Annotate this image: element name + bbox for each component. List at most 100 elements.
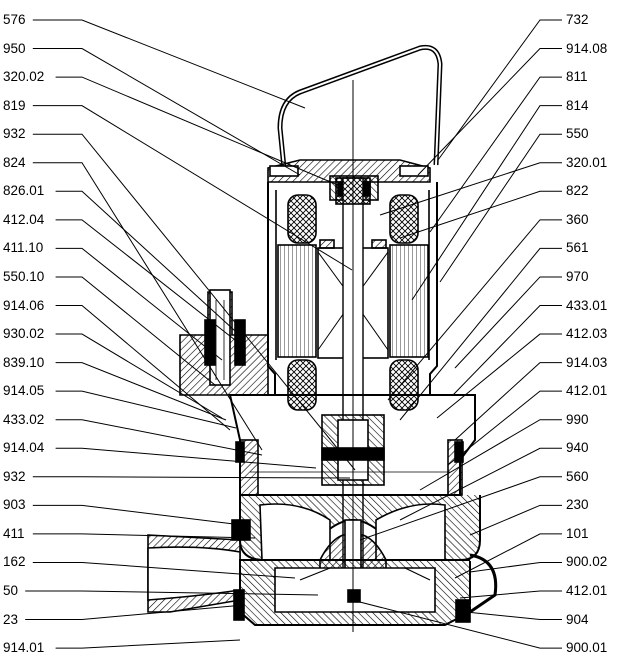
bolt-904 [455,599,471,623]
callout-label-left: 903 [3,497,26,513]
leader-line-right [399,247,562,421]
leader-line-left [55,447,317,469]
callout-label-left: 819 [3,97,26,113]
leader-line-right [359,476,562,541]
leader-line-right [454,362,562,441]
callout-label-left: 932 [3,468,26,484]
stator-left [277,244,317,358]
callout-label-right: 561 [566,240,589,256]
callout-label-left: 914.06 [3,297,45,313]
callout-label-right: 550 [566,126,589,142]
callout-label-right: 970 [566,268,589,284]
leader-line-left [32,133,356,471]
callout-label-left: 320.02 [3,69,45,85]
leader-line-right [387,219,562,401]
leader-line-right [399,447,562,521]
leader-line-right [469,561,562,573]
leader-line-left [55,219,236,341]
leader-line-right [447,390,562,466]
callout-label-left: 930.02 [3,326,45,342]
leader-line-left [55,305,231,431]
callout-label-right: 900.02 [566,554,608,570]
leader-line-right [399,190,562,239]
callout-label-right: 814 [566,97,589,113]
callout-label-left: 839.10 [3,354,45,370]
leader-lines [25,19,562,649]
leader-line-right [351,599,562,649]
pump-body [147,44,498,632]
winding-top-right [389,194,419,244]
leader-line-right [436,333,562,419]
callout-label-right: 904 [566,611,589,627]
leader-line-left [55,276,216,386]
leader-line-right [437,19,562,161]
leader-line-left [32,504,243,526]
leader-line-left [32,476,351,479]
leader-line-right [417,48,562,176]
leader-line-right [419,419,562,491]
leader-line-left [32,162,263,451]
leader-line-right [439,133,562,283]
callout-label-left: 23 [3,611,19,627]
callout-label-right: 732 [566,12,589,27]
callout-label-right: 811 [566,69,588,85]
leader-line-left [32,19,306,109]
callout-label-right: 914.08 [566,40,608,56]
callout-label-left: 162 [3,554,26,570]
bolt-411 [231,519,251,541]
leader-line-left [32,533,256,539]
callout-label-left: 412.04 [3,211,45,227]
callout-label-left: 576 [3,12,26,27]
leader-line-left [55,390,237,429]
callout-label-left: 826.01 [3,183,45,199]
leader-line-left [32,561,296,579]
callout-label-left: 914.01 [3,640,45,656]
winding-bottom-left [287,359,317,411]
leader-line-left [32,48,301,176]
leader-line-left [55,362,227,421]
top-cover [267,159,431,183]
callout-label-right: 360 [566,211,589,227]
callout-label-left: 433.02 [3,411,45,427]
leader-line-right [454,533,562,579]
leader-line-right [465,611,562,621]
leader-line-left [55,419,263,456]
leader-line-right [452,305,562,396]
callout-label-left: 914.05 [3,383,45,399]
leader-line-left [25,604,245,621]
leader-line-right [379,162,562,216]
callout-label-right: 914.03 [566,354,608,370]
callout-label-left: 411 [3,525,25,541]
callout-label-left: 50 [3,583,19,598]
stator-right [389,244,429,358]
callout-label-right: 560 [566,468,589,484]
leader-line-left [32,105,353,271]
callout-label-left: 824 [3,154,26,170]
leader-line-left [25,590,319,596]
leader-line-right [429,76,562,233]
leader-line-left [55,190,246,341]
callout-label-right: 412.01 [566,583,608,598]
leader-line-right [411,105,562,301]
callout-label-right: 320.01 [566,154,608,170]
leader-line-left [55,247,223,361]
callout-label-left: 932 [3,126,26,142]
callout-label-right: 433.01 [566,297,608,313]
callout-label-right: 101 [566,525,589,541]
callout-label-right: 412.03 [566,326,608,342]
leader-line-right [469,504,562,536]
callout-label-left: 411.10 [3,240,44,256]
callout-label-right: 230 [566,497,589,513]
callout-label-left: 950 [3,40,26,56]
callout-label-right: 990 [566,411,589,427]
callout-label-right: 412.01 [566,383,608,399]
leader-line-left [55,639,241,649]
callout-label-left: 914.04 [3,440,45,456]
callout-label-left: 550.10 [3,268,45,284]
leader-line-left [55,76,341,187]
winding-top-left [287,194,317,244]
callout-label-right: 900.01 [566,640,608,656]
leader-line-right [454,276,562,369]
